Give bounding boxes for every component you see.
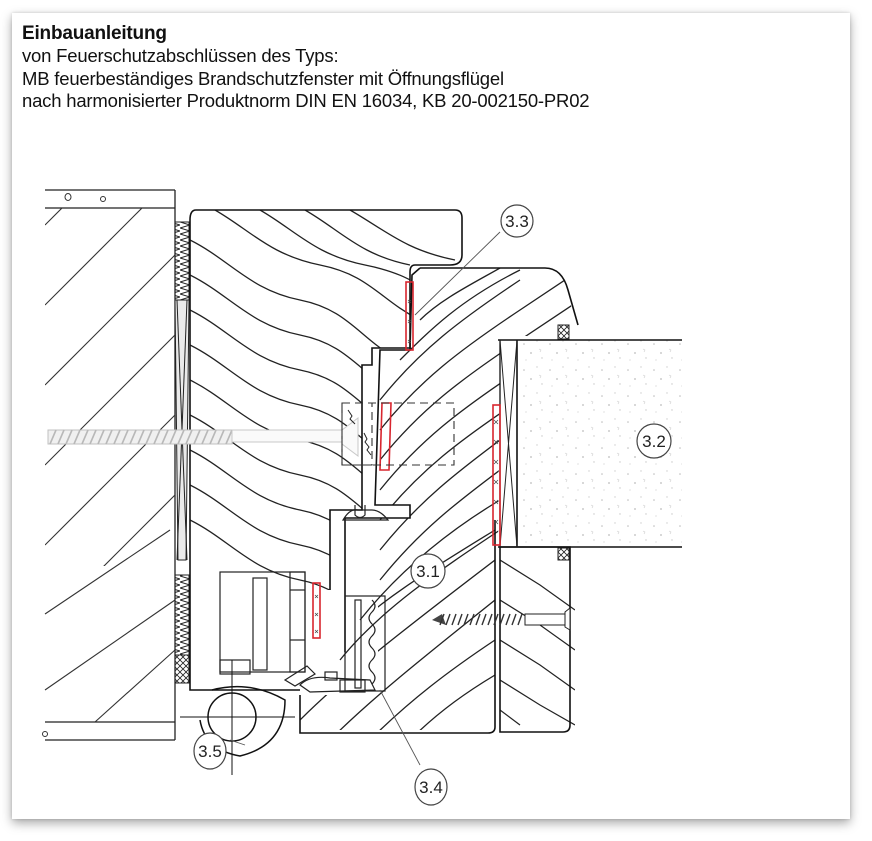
svg-text:3.3: 3.3 bbox=[505, 212, 529, 231]
document-card bbox=[12, 13, 850, 819]
subtitle-line-1: von Feuerschutzabschlüssen des Typs: bbox=[22, 45, 339, 66]
subtitle-line-2: MB feuerbeständiges Brandschutzfenster m… bbox=[22, 67, 504, 89]
hinge-hardware bbox=[219, 505, 390, 693]
callout-leaders bbox=[229, 231, 501, 766]
callout-3-4: 3.4 bbox=[414, 768, 448, 806]
callout-3-2: 3.2 bbox=[636, 423, 672, 459]
callout-3-3: 3.3 bbox=[500, 204, 534, 238]
joint-seal bbox=[174, 221, 190, 684]
svg-text:3.1: 3.1 bbox=[416, 562, 440, 581]
svg-text:3.4: 3.4 bbox=[419, 778, 443, 797]
document-title: Einbauanleitung bbox=[22, 23, 167, 44]
callout-3-5: 3.5 bbox=[193, 732, 227, 770]
glazing-bead-screw bbox=[432, 606, 571, 631]
svg-text:3.2: 3.2 bbox=[642, 432, 666, 451]
frame-anchor-screw bbox=[47, 402, 455, 466]
window-frame bbox=[189, 209, 463, 691]
svg-text:3.5: 3.5 bbox=[198, 742, 222, 761]
glazing-bead bbox=[499, 324, 575, 733]
callout-3-1: 3.1 bbox=[410, 553, 446, 589]
intumescent-strip-marks bbox=[314, 299, 499, 634]
subtitle-line-3: nach harmonisierter Produktnorm DIN EN 1… bbox=[22, 90, 590, 111]
document-header: Einbauanleitung von Feuerschutzabschlüss… bbox=[22, 23, 590, 113]
